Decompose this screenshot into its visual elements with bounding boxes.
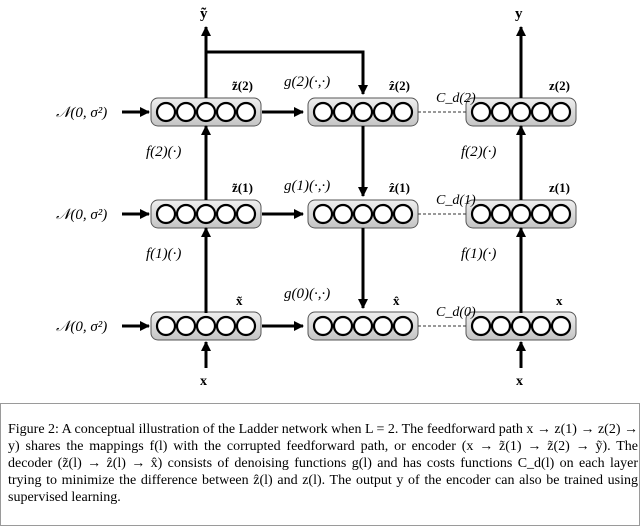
neuron-unit <box>490 315 512 337</box>
neuron-unit <box>312 101 334 123</box>
corrupted-layer2-label: z̃(2) <box>232 78 253 93</box>
neuron-unit <box>392 203 414 225</box>
clean-f2-label: f(2)(·) <box>461 144 496 160</box>
neuron-unit <box>312 315 334 337</box>
clean-f1-label: f(1)(·) <box>461 246 496 262</box>
corrupted-layer1-label: z̃(1) <box>232 180 253 195</box>
neuron-unit <box>175 203 197 225</box>
neuron-unit <box>352 101 374 123</box>
corrupted-encoder-layer0-box <box>150 311 262 341</box>
clean-encoder-layer0-box <box>465 311 577 341</box>
neuron-unit <box>490 203 512 225</box>
decoder-g1-label: g(1)(·,·) <box>284 178 330 194</box>
clean-output-label: y <box>515 6 523 22</box>
decoder-g2-label: g(2)(·,·) <box>284 74 330 90</box>
neuron-unit <box>312 203 334 225</box>
figure-caption: Figure 2: A conceptual illustration of t… <box>8 421 638 506</box>
corrupted-f2-label: f(2)(·) <box>146 144 181 160</box>
corrupted-input-label: x <box>200 374 207 389</box>
neuron-unit <box>510 315 532 337</box>
corrupted-encoder-layer2-box <box>150 97 262 127</box>
decoder-layer2-box <box>307 97 419 127</box>
clean-input-label: x <box>516 374 523 389</box>
neuron-unit <box>215 101 237 123</box>
neuron-unit <box>510 203 532 225</box>
neuron-unit <box>372 203 394 225</box>
neuron-unit <box>550 315 572 337</box>
clean-encoder-layer2-box <box>465 97 577 127</box>
neuron-unit <box>195 203 217 225</box>
noise-injection-layer2: 𝒩(0, σ²) <box>56 105 150 121</box>
noise-label: 𝒩(0, σ²) <box>56 105 107 121</box>
noise-label: 𝒩(0, σ²) <box>56 319 107 335</box>
noise-injection-layer0: 𝒩(0, σ²) <box>56 319 150 335</box>
neuron-unit <box>530 101 552 123</box>
corrupted-output-label: ỹ <box>200 6 208 22</box>
decoder-layer1-label: ẑ(1) <box>389 180 410 195</box>
neuron-unit <box>155 203 177 225</box>
neuron-unit <box>372 315 394 337</box>
cost-label-layer1: C_d(1) <box>436 193 476 208</box>
neuron-unit <box>215 203 237 225</box>
neuron-unit <box>372 101 394 123</box>
noise-injection-layer1: 𝒩(0, σ²) <box>56 207 150 223</box>
neuron-unit <box>332 315 354 337</box>
cost-label-layer2: C_d(2) <box>436 91 476 106</box>
neuron-unit <box>155 315 177 337</box>
neuron-unit <box>550 101 572 123</box>
neuron-unit <box>470 203 492 225</box>
neuron-unit <box>175 315 197 337</box>
neuron-unit <box>175 101 197 123</box>
clean-encoder-layer1-box <box>465 199 577 229</box>
corrupted-f1-label: f(1)(·) <box>146 246 181 262</box>
neuron-unit <box>235 315 257 337</box>
neuron-unit <box>195 101 217 123</box>
neuron-unit <box>235 203 257 225</box>
clean-layer1-label: z(1) <box>549 180 570 195</box>
neuron-unit <box>530 315 552 337</box>
neuron-unit <box>332 101 354 123</box>
decoder-layer0-label: x̂ <box>393 293 400 308</box>
neuron-unit <box>392 101 414 123</box>
neuron-unit <box>550 203 572 225</box>
neuron-unit <box>332 203 354 225</box>
corrupted-encoder-column <box>201 26 368 368</box>
cost-label-layer0: C_d(0) <box>436 305 476 320</box>
noise-label: 𝒩(0, σ²) <box>56 207 107 223</box>
decoder-g0-label: g(0)(·,·) <box>284 286 330 302</box>
clean-layer0-label: x <box>556 293 563 308</box>
neuron-unit <box>392 315 414 337</box>
top-to-decoder-arrow <box>206 50 368 95</box>
clean-layer2-label: z(2) <box>549 78 570 93</box>
neuron-unit <box>470 315 492 337</box>
neuron-unit <box>510 101 532 123</box>
corrupted-encoder-layer1-box <box>150 199 262 229</box>
decoder-layer1-box <box>307 199 419 229</box>
ladder-network-diagram: 𝒩(0, σ²) 𝒩(0, σ²) 𝒩(0, σ²) x x ỹ y z̃(2)… <box>56 6 577 389</box>
neuron-unit <box>215 315 237 337</box>
corrupted-layer0-label: x̃ <box>236 293 243 308</box>
caption-text: Figure 2: A conceptual illustration of t… <box>8 422 638 505</box>
neuron-unit <box>470 101 492 123</box>
neuron-unit <box>235 101 257 123</box>
decoder-layer0-box <box>307 311 419 341</box>
neuron-unit <box>352 315 374 337</box>
neuron-unit <box>155 101 177 123</box>
neuron-unit <box>195 315 217 337</box>
neuron-unit <box>352 203 374 225</box>
neuron-unit <box>530 203 552 225</box>
caption-frame <box>0 403 640 526</box>
decoder-layer2-label: ẑ(2) <box>389 78 410 93</box>
neuron-unit <box>490 101 512 123</box>
